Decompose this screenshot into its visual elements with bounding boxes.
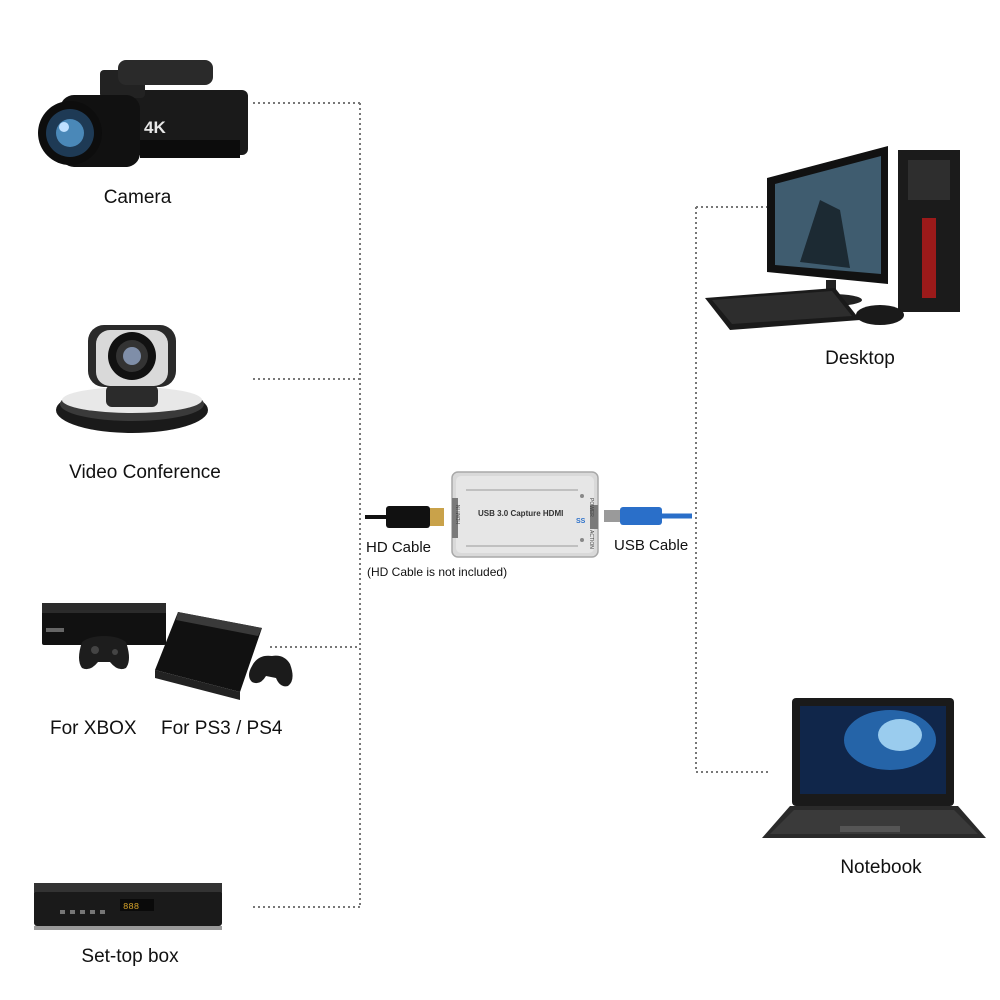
hd-cable-note: (HD Cable is not included) bbox=[367, 565, 508, 579]
camera-label: Camera bbox=[103, 187, 172, 208]
card-title-text: USB 3.0 Capture HDMI bbox=[478, 509, 563, 518]
xbox-label: For XBOX bbox=[50, 718, 137, 739]
notebook-label: Notebook bbox=[840, 857, 922, 878]
card-power-text: POWER bbox=[588, 498, 594, 517]
hd-cable-label: HD Cable bbox=[366, 539, 432, 556]
camera-4k-text: 4K bbox=[144, 118, 166, 137]
card-usb-text: SS bbox=[576, 518, 586, 525]
video-conference-label: Video Conference bbox=[69, 462, 221, 483]
svg-text:888: 888 bbox=[123, 902, 139, 912]
usb-cable-label: USB Cable bbox=[614, 537, 689, 554]
card-action-text: ACTION bbox=[588, 530, 594, 549]
card-hdmi-in-text: HDMI IN bbox=[456, 504, 462, 524]
desktop-label: Desktop bbox=[825, 348, 895, 369]
settop-box-label: Set-top box bbox=[81, 946, 179, 967]
playstation-label: For PS3 / PS4 bbox=[161, 718, 283, 739]
